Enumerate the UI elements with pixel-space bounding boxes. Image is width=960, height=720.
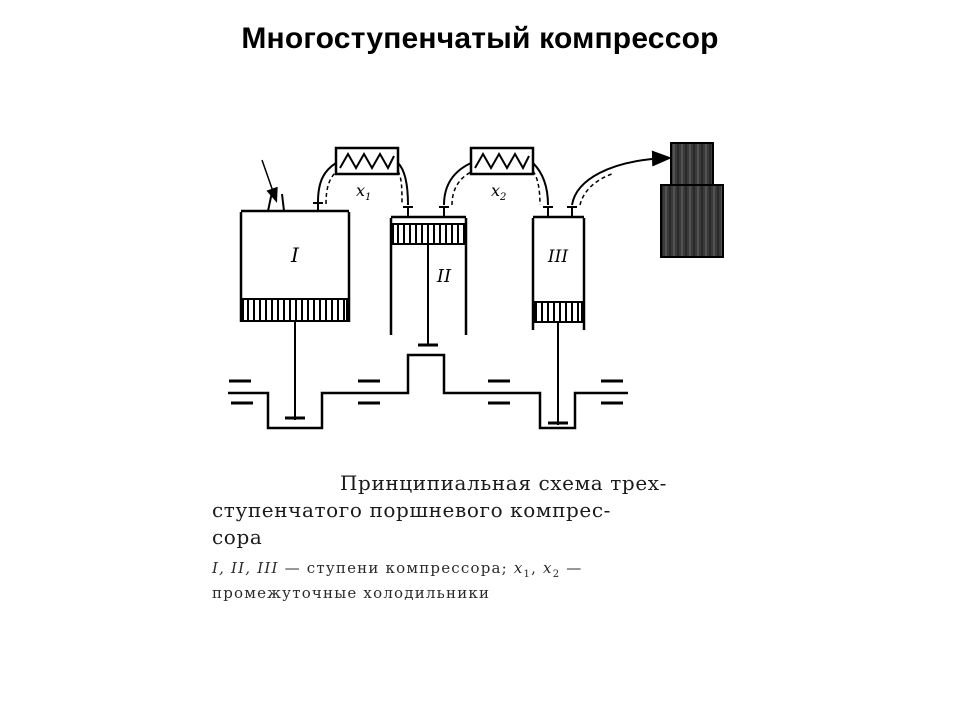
compressor-diagram: I II III x1 — [228, 142, 724, 430]
caption-title: Принципиальная схема трех-ступенчатого п… — [212, 471, 667, 549]
cylinder-stage-3 — [531, 206, 586, 425]
cooler-1-label: x1 — [356, 181, 371, 203]
stage-2-label: II — [436, 266, 452, 287]
cooler-1 — [317, 146, 409, 206]
stage-1-label: I — [290, 243, 300, 267]
piston-stage-3 — [534, 301, 583, 323]
crankshaft — [228, 343, 628, 430]
stage-3-label: III — [547, 247, 568, 267]
cooler-2 — [443, 146, 549, 206]
slide-title: Многоступенчатый компрессор — [241, 22, 719, 55]
figure-caption: Принципиальная схема трех-ступенчатого п… — [212, 470, 722, 603]
cooler-2-label: x2 — [491, 181, 506, 203]
caption-legend: I, II, III — ступени компрессора; x1, x2… — [212, 559, 583, 602]
cylinder-stage-2 — [389, 206, 468, 345]
piston-stage-2 — [392, 223, 465, 245]
cylinder-stage-1 — [239, 159, 351, 420]
receiver-tank — [660, 142, 724, 258]
discharge-line — [571, 150, 672, 206]
piston-stage-1 — [242, 298, 348, 322]
